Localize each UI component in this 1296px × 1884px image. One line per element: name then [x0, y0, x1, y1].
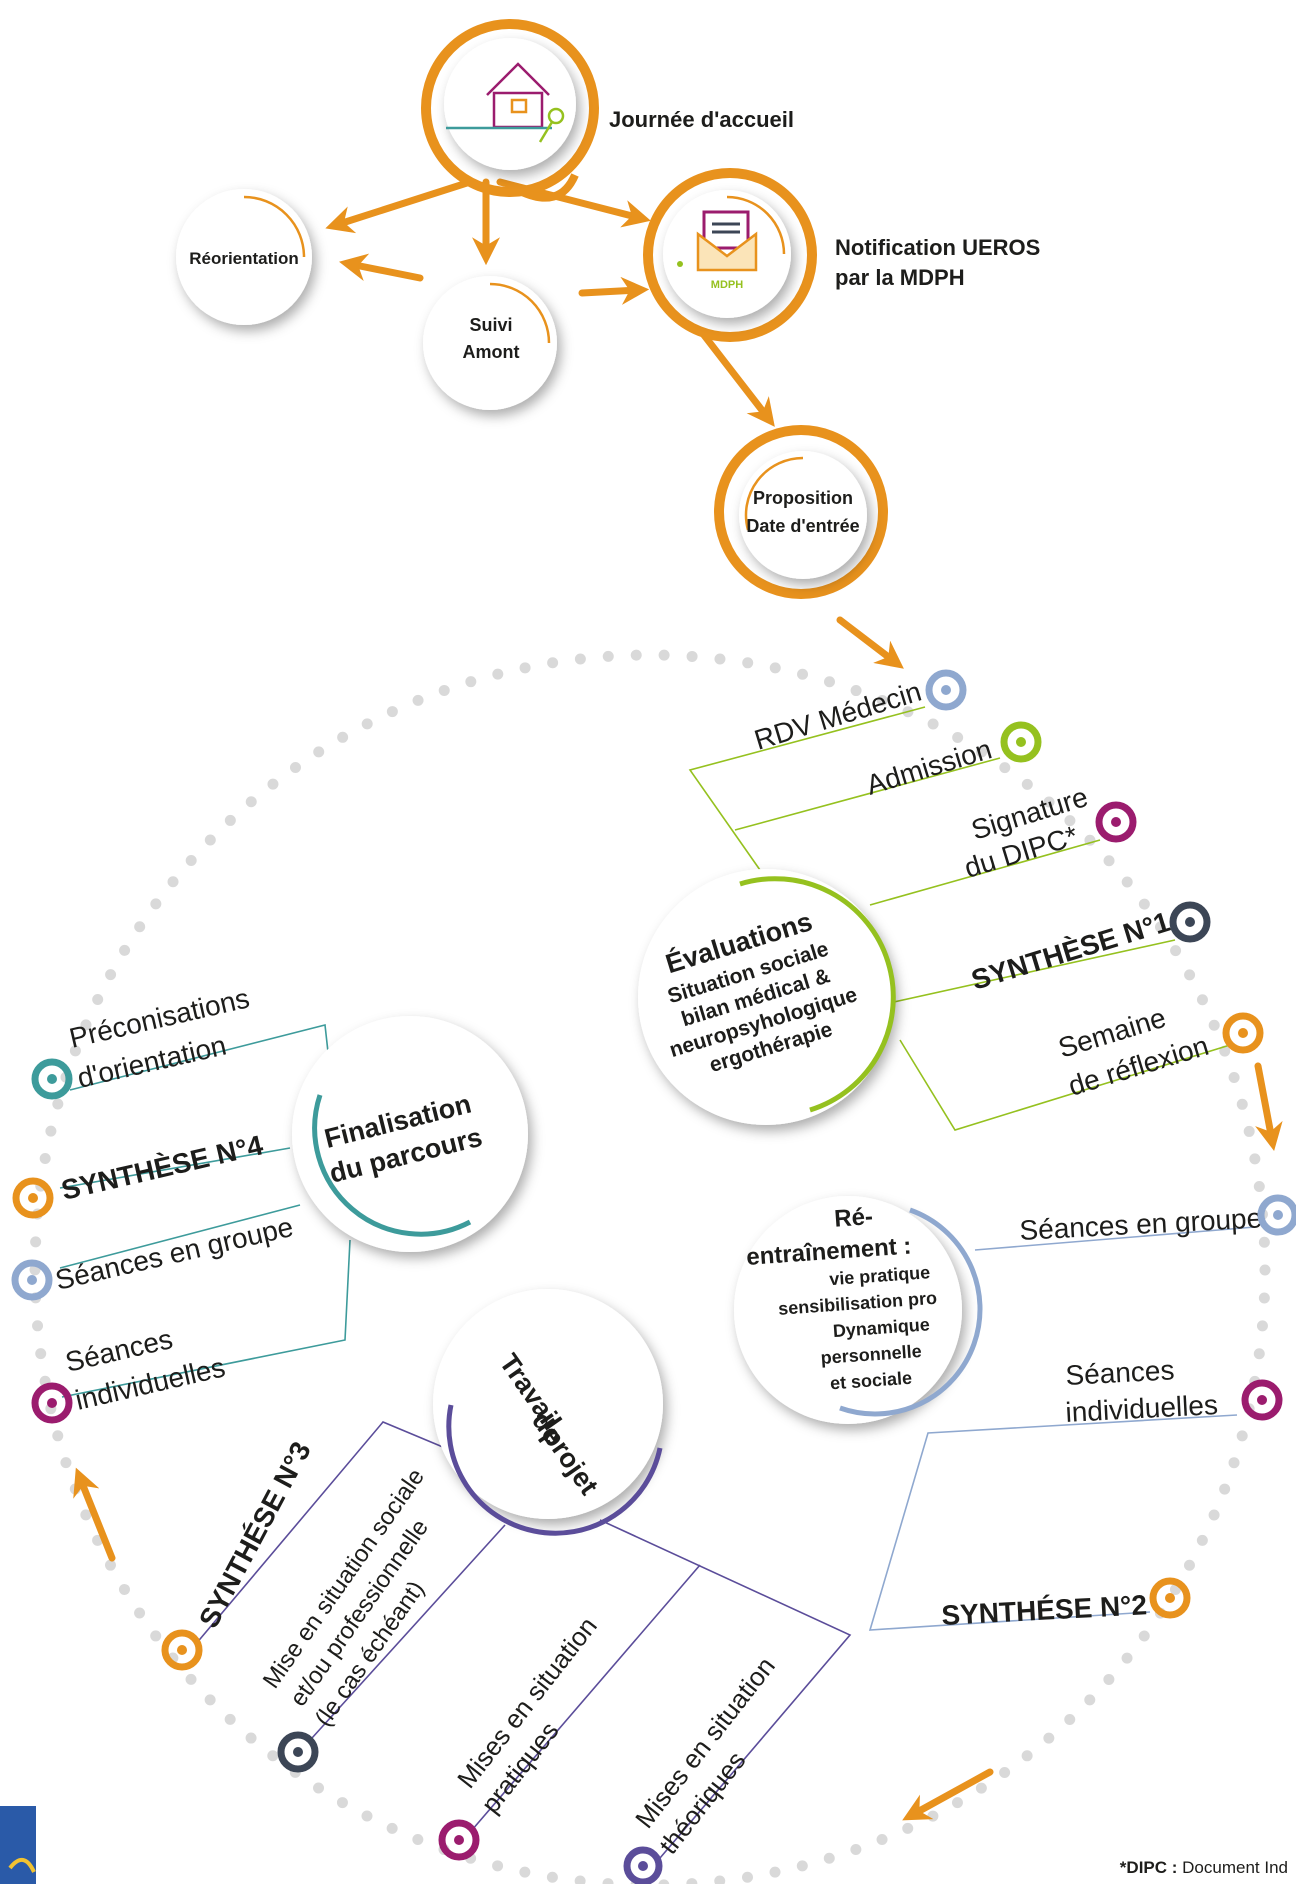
step-synthese-1-marker [1169, 901, 1211, 943]
step-synthese-3: SYNTHÉSE N°3 [193, 1437, 317, 1633]
step-signature-marker [1095, 801, 1137, 843]
step-admission: Admission [863, 733, 996, 800]
label-notification-l1: Notification UEROS [835, 235, 1040, 260]
step-finalisation-groupe: Séances en groupe [52, 1211, 296, 1296]
step-synthese-1: SYNTHÈSE N°1 [968, 906, 1174, 996]
arrow-to-cycle [836, 616, 904, 669]
step-rdv-medecin-marker [925, 669, 967, 711]
step-semaine-marker [1222, 1012, 1264, 1054]
phase-evaluations: Évaluations Situation sociale bilan médi… [638, 669, 1264, 1131]
label-suivi: Suivi [469, 315, 512, 335]
footnote: *DIPC : Document Ind [1120, 1858, 1288, 1878]
step-finalisation-groupe-marker [11, 1259, 53, 1301]
step-admission-marker [1000, 721, 1042, 763]
arrow-to-reorientation [325, 178, 474, 234]
evaluations-connectors [688, 706, 1231, 1131]
arrow-cycle-right [1254, 1062, 1283, 1152]
phase-reentrainement: Ré- entraînement : vie pratique sensibil… [734, 1194, 1296, 1631]
step-synthese-2-marker [1149, 1577, 1191, 1619]
step-reentrainement-groupe-marker [1257, 1194, 1296, 1236]
label-reorientation: Réorientation [189, 249, 299, 268]
step-reentrainement-indiv-marker [1241, 1379, 1283, 1421]
mdph-badge: MDPH [711, 279, 743, 291]
label-amont: Amont [463, 342, 520, 362]
node-suivi-amont: Suivi Amont [423, 276, 557, 410]
label-proposition: Proposition [753, 488, 853, 508]
label-date-entree: Date d'entrée [746, 516, 859, 536]
footnote-label: *DIPC : [1119, 1858, 1178, 1877]
mail-icon [677, 210, 758, 272]
cycle-arrows [73, 1062, 1283, 1821]
label-journee-accueil: Journée d'accueil [609, 107, 794, 132]
step-reentrainement-groupe: Séances en groupe [1019, 1202, 1263, 1246]
step-reentrainement-indiv-l2: individuelles [1065, 1389, 1219, 1428]
reentrainement-connectors [868, 1226, 1256, 1631]
arrow-cycle-bottom [902, 1768, 994, 1821]
step-theoriques-marker [623, 1846, 663, 1884]
travail-connectors [194, 1421, 852, 1859]
step-synthese-2: SYNTHÉSE N°2 [941, 1589, 1148, 1631]
arrow-suivi-to-notification [578, 276, 650, 305]
step-synthese-3-marker [161, 1629, 203, 1671]
step-mise-situation-marker [277, 1731, 319, 1773]
node-journee-accueil: Journée d'accueil [421, 19, 794, 202]
node-reorientation: Réorientation [176, 189, 312, 325]
house-keys-icon [446, 62, 565, 143]
step-synthese-4: SYNTHÈSE N°4 [58, 1129, 266, 1206]
step-pratiques-marker [438, 1819, 480, 1861]
step-synthese-4-marker [12, 1177, 54, 1219]
node-proposition: Proposition Date d'entrée [714, 425, 888, 599]
phase-travail-projet: Travail de projet SYNTHÉSE N°3 Mise en s… [161, 1289, 852, 1884]
step-rdv-medecin: RDV Médecin [751, 676, 925, 756]
footnote-text: Document Ind [1182, 1858, 1288, 1877]
cycle-dotted-ring [29, 649, 1271, 1884]
logo-fragment [0, 1806, 36, 1884]
arrow-cycle-left [73, 1467, 116, 1562]
step-finalisation-indiv-marker [31, 1382, 73, 1424]
arrow-to-proposition [696, 326, 775, 427]
node-notification: MDPH Notification UEROS par la MDPH [643, 168, 1040, 342]
label-notification-l2: par la MDPH [835, 265, 965, 290]
finalisation-connectors [59, 1023, 351, 1398]
step-preconisations-marker [31, 1058, 73, 1100]
arrow-suivi-to-reorientation [339, 253, 424, 282]
step-reentrainement-indiv-l1: Séances [1065, 1354, 1175, 1391]
reentrainement-title-l1: Ré- [833, 1203, 873, 1233]
